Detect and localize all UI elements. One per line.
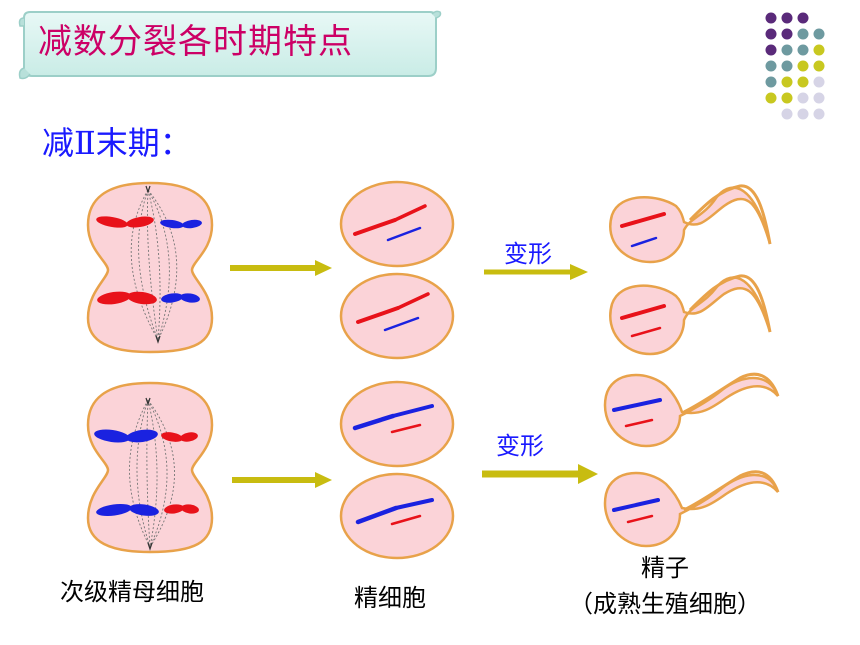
arrow-to-spermatid-top	[230, 260, 332, 276]
spermatid-2	[339, 272, 455, 360]
spermatid-1	[339, 180, 455, 268]
transform-arrow-bottom	[482, 464, 598, 484]
slide-title: 减数分裂各时期特点	[38, 22, 353, 62]
label-secondary-spermatocyte: 次级精母细胞	[60, 578, 204, 606]
chromosome-blue-lower	[96, 504, 159, 516]
spindle-fibers	[130, 189, 178, 341]
chromosome-red-lower	[97, 291, 157, 305]
cell-membrane	[339, 180, 455, 268]
cell-membrane	[339, 472, 455, 560]
transform-label-top: 变形	[504, 240, 552, 268]
transform-arrow-top	[484, 264, 588, 280]
chromosome-red-upper	[161, 432, 198, 442]
cell-membrane	[86, 181, 214, 354]
chromosome-blue-lower	[161, 293, 200, 303]
chromosome-blue-upper	[160, 219, 202, 229]
chromosome-red-lower	[164, 504, 199, 514]
spermatid-4	[339, 472, 455, 560]
dot-pattern	[765, 12, 825, 120]
label-sperm: 精子	[641, 554, 689, 582]
label-spermatid: 精细胞	[354, 584, 426, 612]
secondary-spermatocyte-bottom	[86, 381, 214, 554]
spindle-fibers	[129, 399, 175, 548]
cell-membrane	[339, 380, 455, 468]
secondary-spermatocyte-top	[86, 181, 214, 354]
sperm-4	[603, 470, 780, 548]
label-sperm-note: （成熟生殖细胞）	[569, 590, 761, 618]
sperm-3	[603, 372, 780, 448]
chromosome-red-upper	[96, 216, 154, 228]
spermatid-3	[339, 380, 455, 468]
cell-membrane	[339, 272, 455, 360]
phase-subtitle: 减Ⅱ末期：	[42, 124, 192, 162]
decorative-dot-grid	[765, 12, 825, 120]
sperm-2	[609, 274, 772, 356]
title-banner	[18, 10, 442, 80]
sperm-1	[609, 184, 772, 264]
chromosome-blue-upper	[94, 429, 158, 443]
transform-label-bottom: 变形	[496, 432, 544, 460]
arrow-to-spermatid-bottom	[232, 472, 332, 488]
